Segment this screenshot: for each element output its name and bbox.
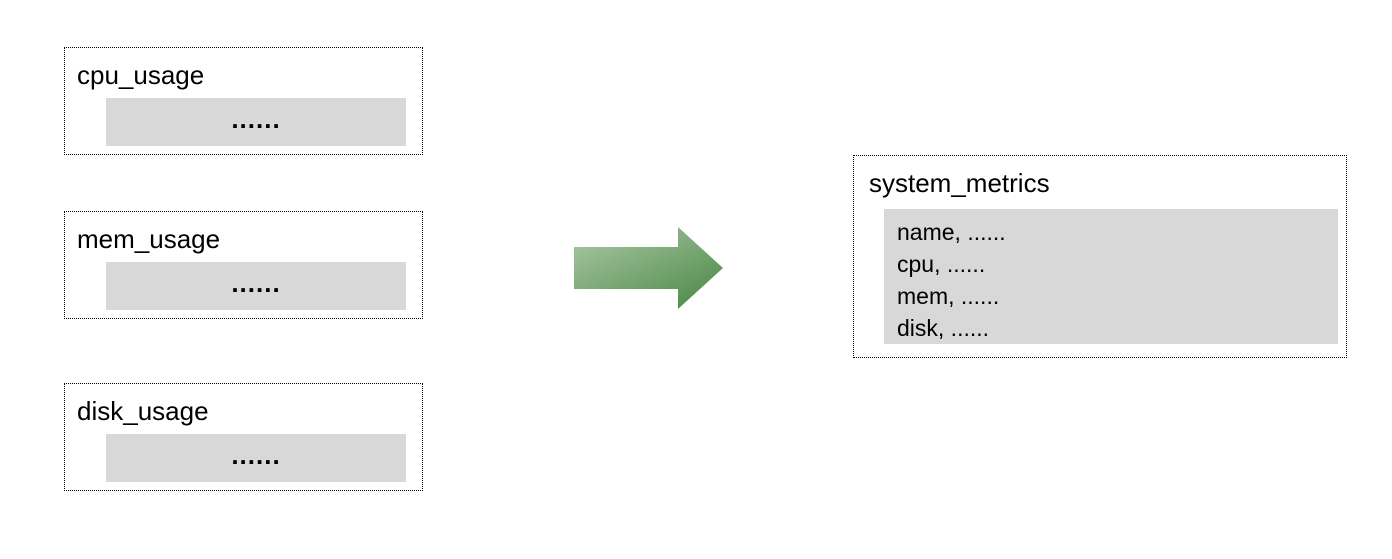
box-label: mem_usage [77, 224, 221, 254]
result-row: mem, ...... [897, 283, 1000, 309]
metric-bar: ...... [106, 98, 406, 146]
box-label: disk_usage [77, 396, 209, 426]
arrow-right-icon [574, 227, 723, 309]
result-row: disk, ...... [897, 315, 990, 341]
source-box-cpu-usage: cpu_usage ...... [64, 47, 423, 155]
metric-bar: ...... [106, 262, 406, 310]
result-row: cpu, ...... [897, 251, 986, 277]
source-box-mem-usage: mem_usage ...... [64, 211, 423, 319]
placeholder-dots: ...... [231, 104, 281, 134]
result-row: name, ...... [897, 219, 1006, 245]
placeholder-dots: ...... [231, 440, 281, 470]
metric-bar: ...... [106, 434, 406, 482]
result-panel: name, ...... cpu, ...... mem, ...... dis… [884, 209, 1338, 344]
box-label: cpu_usage [77, 60, 205, 90]
placeholder-dots: ...... [231, 268, 281, 298]
source-box-disk-usage: disk_usage ...... [64, 383, 423, 491]
result-box-system-metrics: system_metrics name, ...... cpu, ...... … [853, 155, 1347, 358]
box-label: system_metrics [869, 168, 1050, 198]
